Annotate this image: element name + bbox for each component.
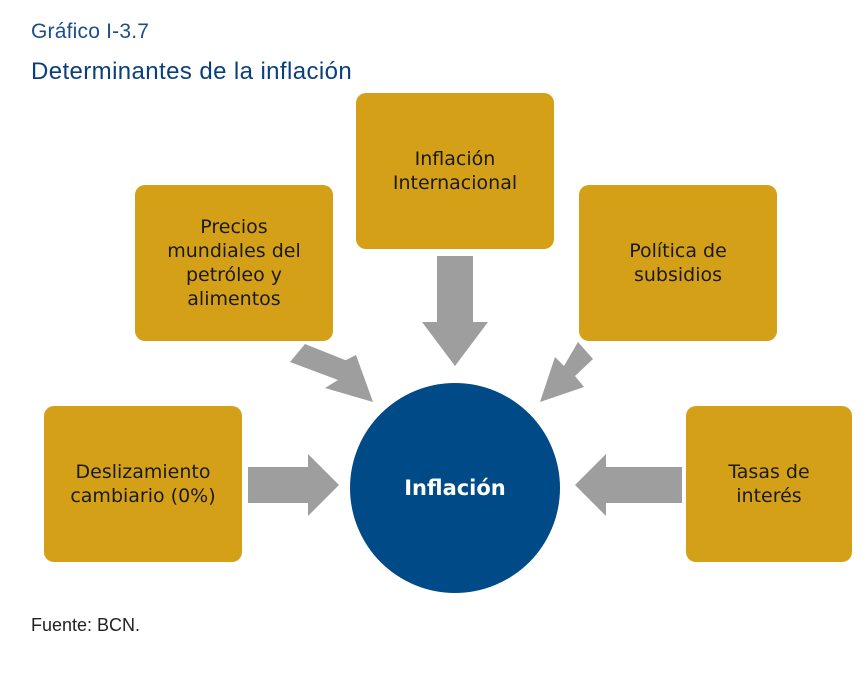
- arrow-internacional: [422, 256, 488, 366]
- arrow-subsidios: [540, 342, 593, 402]
- arrow-precios: [290, 344, 373, 402]
- determinant-internacional-box: Inflación Internacional: [356, 93, 554, 249]
- figure-source: Fuente: BCN.: [31, 615, 141, 635]
- determinant-tasas-box: Tasas de interés: [686, 406, 852, 562]
- determinant-precios-box: Precios mundiales del petróleo y aliment…: [135, 185, 333, 341]
- figure-title: Determinantes de la inflación: [31, 58, 353, 85]
- determinant-deslizamiento-box: Deslizamiento cambiario (0%): [44, 406, 242, 562]
- center-node-inflacion: Inflación: [350, 383, 560, 593]
- determinant-subsidios-box: Política de subsidios: [579, 185, 777, 341]
- arrow-tasas: [575, 454, 682, 516]
- figure-label: Gráfico I-3.7: [31, 20, 150, 43]
- arrow-deslizamiento: [248, 454, 339, 516]
- center-node-label: Inflación: [404, 476, 506, 500]
